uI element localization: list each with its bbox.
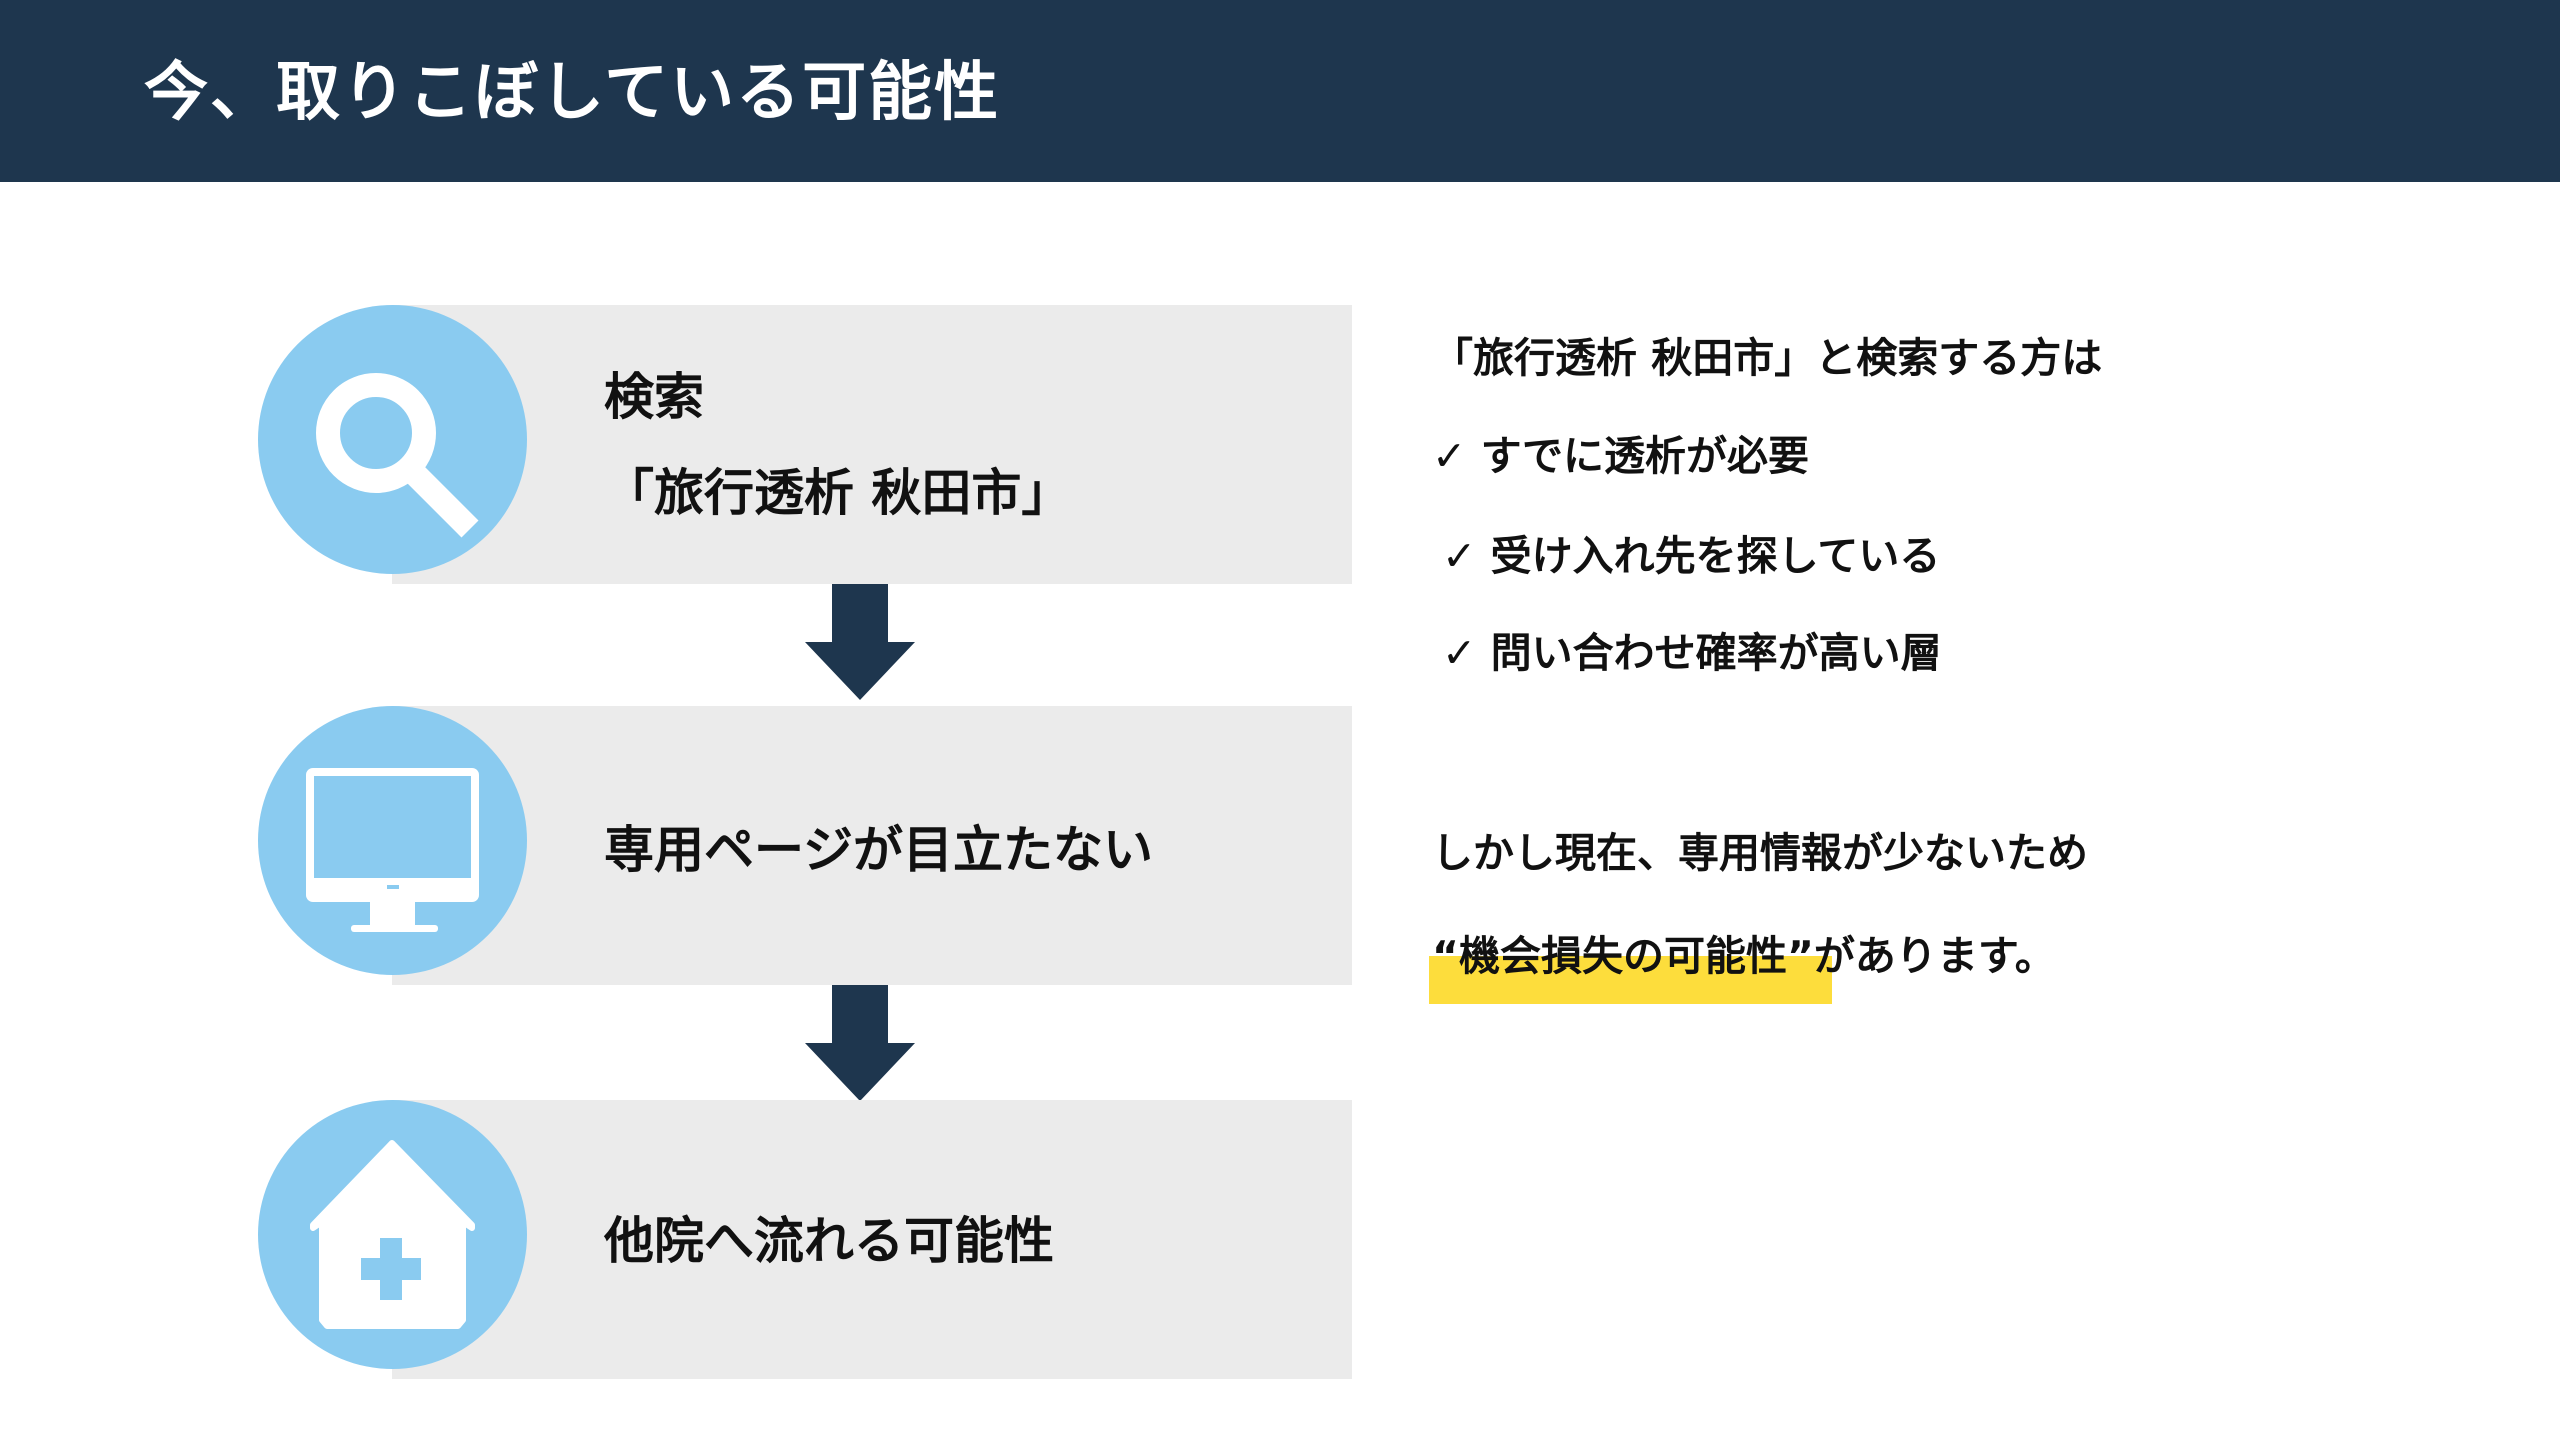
step-search-label: 検索	[604, 368, 704, 426]
header-bar: 今、取りこぼしている可能性	[0, 0, 2560, 182]
step-page-label: 専用ページが目立たない	[604, 821, 1153, 879]
step-page-box	[392, 706, 1352, 985]
search-icon	[258, 305, 527, 574]
side-conclusion-line1: しかし現在、専用情報が少ないため	[1432, 829, 2088, 877]
monitor-icon	[258, 706, 527, 975]
check-item: ✓ すでに透析が必要	[1432, 432, 1810, 480]
step-other-clinic-label: 他院へ流れる可能性	[604, 1212, 1054, 1270]
side-conclusion-line2: “機会損失の可能性”があります。	[1432, 926, 2056, 986]
side-intro: 「旅行透析 秋田市」と検索する方は	[1432, 334, 2103, 382]
step-other-clinic-box	[392, 1100, 1352, 1379]
step-search-box	[392, 305, 1352, 584]
step-search-query: 「旅行透析 秋田市」	[604, 464, 1072, 522]
clinic-house-icon	[258, 1100, 527, 1369]
down-arrow-icon	[805, 985, 915, 1101]
check-item: ✓ 受け入れ先を探している	[1442, 532, 1941, 580]
highlight-marker	[1429, 956, 1832, 1004]
highlighted-phrase: “機会損失の可能性”	[1432, 932, 1814, 980]
check-item: ✓ 問い合わせ確率が高い層	[1442, 629, 1942, 677]
down-arrow-icon	[805, 584, 915, 700]
conclusion-rest: があります。	[1813, 932, 2056, 980]
page-title: 今、取りこぼしている可能性	[144, 56, 1001, 130]
